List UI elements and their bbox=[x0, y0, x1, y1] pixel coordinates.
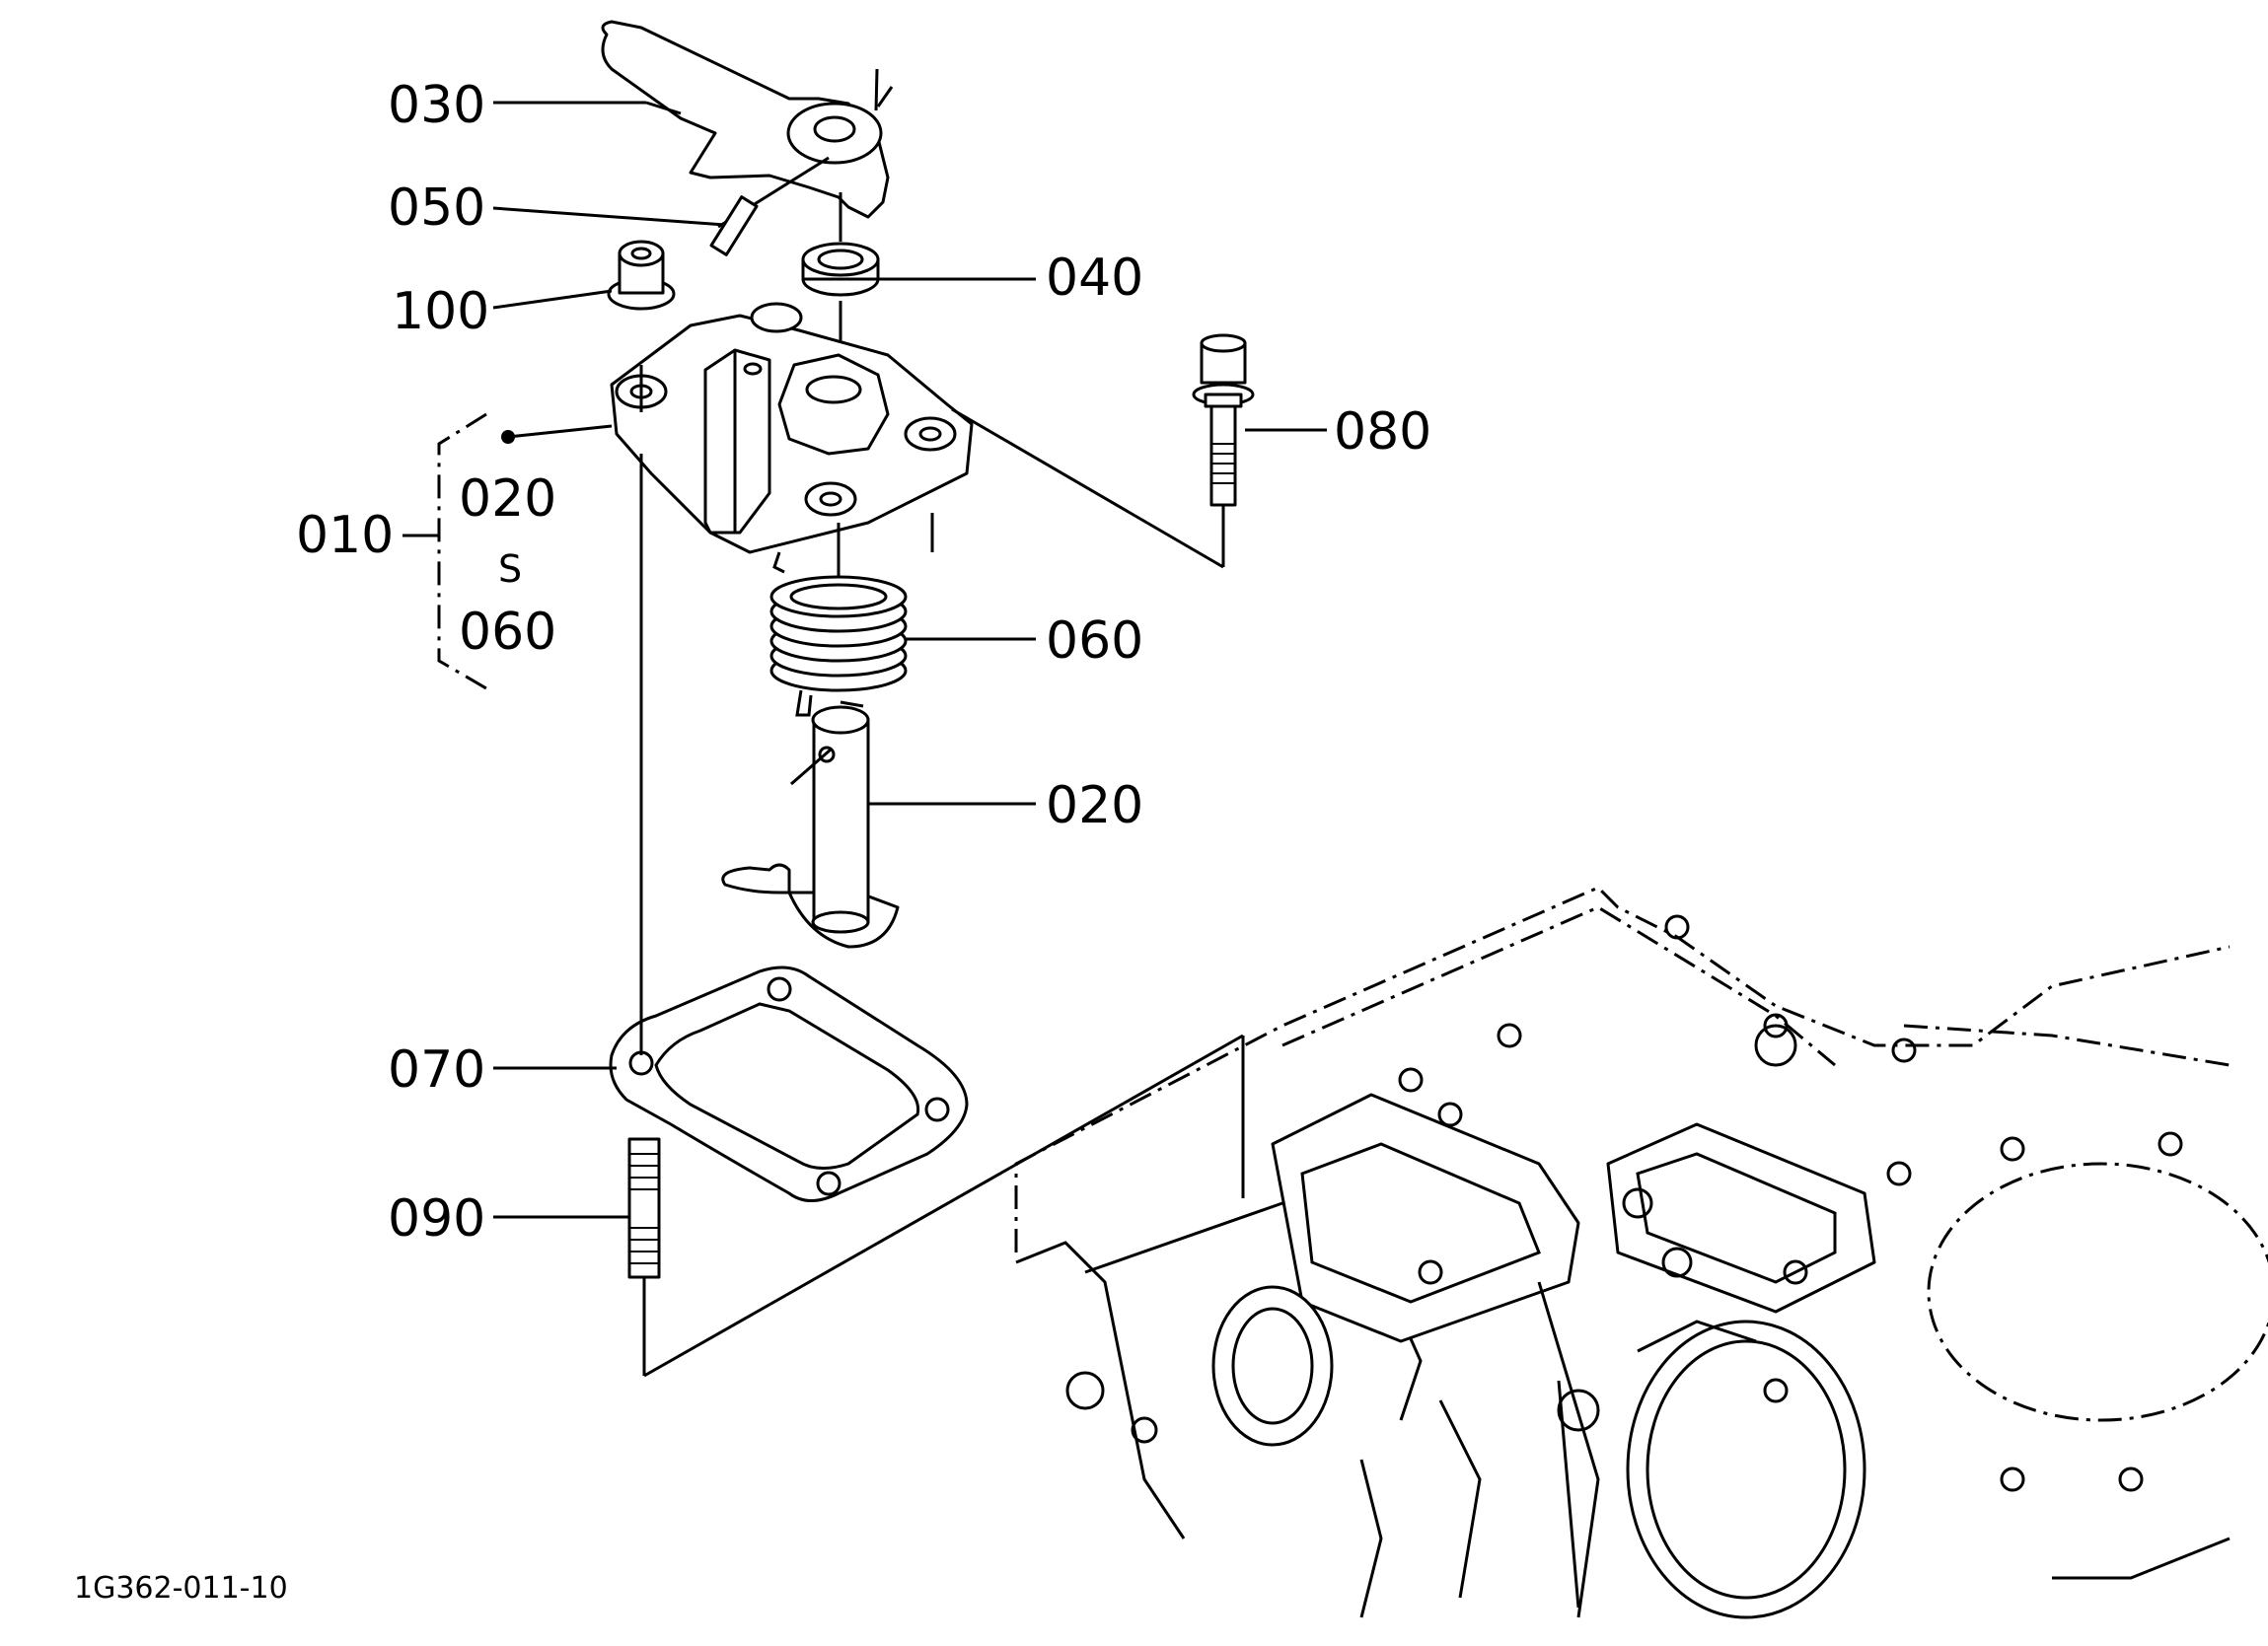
bullet-dot bbox=[501, 430, 515, 444]
callout-080: 080 bbox=[1334, 402, 1431, 462]
callout-range-end-060: 060 bbox=[459, 603, 556, 662]
callout-070: 070 bbox=[388, 1040, 485, 1100]
callouts: 030 050 100 040 080 010 020 S 060 060 02… bbox=[296, 76, 1431, 1249]
leader-lines bbox=[402, 101, 1327, 1219]
engine-block bbox=[1014, 886, 2268, 1619]
callout-060: 060 bbox=[1046, 611, 1143, 671]
lever-part bbox=[601, 20, 894, 256]
alignment-lines bbox=[639, 454, 1245, 1378]
callout-040: 040 bbox=[1046, 249, 1143, 308]
callout-090: 090 bbox=[388, 1189, 485, 1249]
nut-part bbox=[607, 240, 676, 311]
bolt-part bbox=[951, 333, 1255, 569]
callout-050: 050 bbox=[388, 179, 485, 238]
callout-range-start-020: 020 bbox=[459, 469, 556, 529]
callout-100: 100 bbox=[392, 282, 489, 341]
stud-part bbox=[627, 1137, 661, 1279]
callout-030: 030 bbox=[388, 76, 485, 135]
gasket-part bbox=[609, 966, 969, 1202]
reference-code: 1G362-011-10 bbox=[74, 1571, 288, 1606]
callout-020: 020 bbox=[1046, 776, 1143, 835]
callout-range-separator: S bbox=[498, 547, 522, 591]
spring-part bbox=[769, 523, 908, 717]
seal-part bbox=[801, 192, 880, 355]
callout-010: 010 bbox=[296, 506, 394, 565]
housing-part bbox=[610, 302, 974, 554]
shaft-part bbox=[721, 700, 900, 949]
